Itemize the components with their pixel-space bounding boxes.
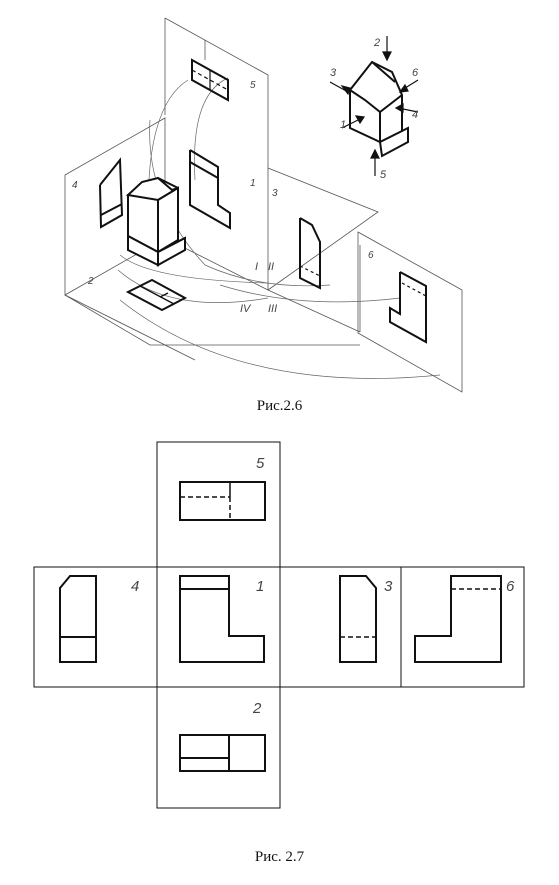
view-label-6: 6 [506, 578, 515, 595]
view-label-2: 2 [252, 700, 262, 717]
figure-caption-2-7: Рис. 2.7 [254, 849, 305, 865]
plane-six [357, 231, 463, 393]
figure-caption-2-6: Рис.2.6 [256, 398, 303, 414]
octant-label-i: I [255, 261, 258, 273]
view-on-plane-4 [99, 157, 124, 229]
octant-label-ii: II [268, 261, 274, 273]
arrow-label-1: 1 [340, 119, 346, 131]
view-on-plane-2 [125, 278, 188, 312]
plane-label-3: 3 [272, 188, 278, 199]
frame-view-6 [400, 566, 525, 688]
view-4-drawing [59, 575, 97, 663]
isometric-projection-diagram: 5 4 1 3 2 6 I II IV III 2 3 6 4 1 5 [64, 17, 463, 393]
plane-label-2: 2 [87, 276, 94, 287]
view-on-plane-6 [389, 271, 427, 344]
plane-label-5: 5 [250, 80, 256, 91]
view-label-1: 1 [256, 578, 264, 595]
view-frames [33, 441, 525, 809]
view-label-4: 4 [131, 578, 139, 595]
arrow-label-2: 2 [373, 37, 380, 49]
unfolded-views-diagram: 5 4 1 3 6 2 [33, 441, 525, 809]
isometric-object [125, 176, 186, 267]
plane-label-1: 1 [250, 178, 256, 189]
view-on-plane-1 [189, 149, 231, 230]
view-on-plane-3 [299, 217, 321, 290]
view-6-drawing [414, 575, 502, 663]
plane-frontal [164, 17, 269, 168]
reference-object [349, 60, 409, 158]
view-2-drawing [179, 734, 266, 772]
octant-label-iv: IV [240, 303, 252, 315]
arrow-label-6: 6 [412, 67, 419, 79]
view-3-drawing [339, 575, 377, 663]
view-arrows [329, 36, 419, 176]
plane-right [267, 167, 379, 333]
plane-label-4: 4 [72, 180, 78, 191]
plane-label-6: 6 [368, 250, 374, 261]
view-1-drawing [179, 575, 265, 663]
view-on-plane-5 [191, 58, 229, 102]
arrow-label-4: 4 [412, 109, 418, 121]
octant-label-iii: III [268, 303, 277, 315]
arrow-label-3: 3 [330, 67, 337, 79]
arrow-label-5: 5 [380, 169, 387, 181]
view-label-5: 5 [256, 455, 265, 472]
view-label-3: 3 [384, 578, 393, 595]
view-5-drawing [179, 481, 266, 521]
frame-view-2 [156, 686, 281, 809]
